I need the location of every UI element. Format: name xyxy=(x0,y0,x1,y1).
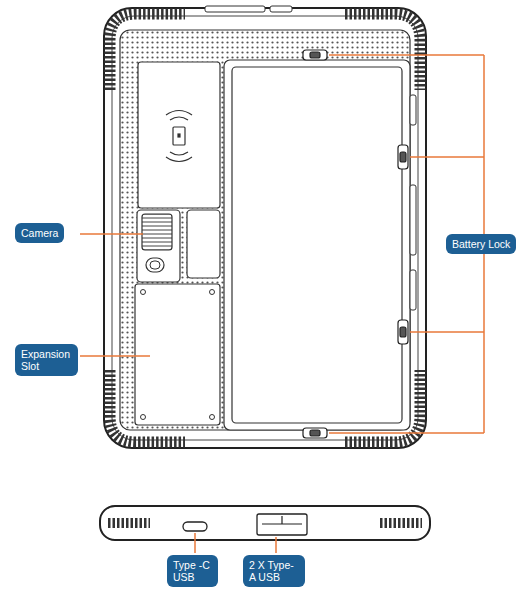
camera-lens xyxy=(142,214,172,250)
tablet-housing xyxy=(104,8,426,448)
callout-label: Battery Lock xyxy=(452,238,510,250)
sensor-cover xyxy=(187,210,220,278)
camera-flash xyxy=(150,261,160,269)
side-features xyxy=(410,95,416,310)
nfc-panel xyxy=(138,62,220,208)
callout-label: Camera xyxy=(21,227,58,239)
usb-a-ports xyxy=(257,514,307,535)
camera-module xyxy=(137,210,180,282)
top-button xyxy=(270,6,292,12)
housing-rim xyxy=(112,16,418,440)
textured-back xyxy=(120,30,410,430)
callout-box: 2 X Type-A USB xyxy=(243,555,305,587)
top-button xyxy=(205,6,265,12)
battery-locks xyxy=(303,50,408,438)
tablet-bottom-edge xyxy=(100,506,430,540)
callout-box: Expansion Slot xyxy=(15,344,78,376)
callout-box: Battery Lock xyxy=(446,234,516,254)
callout-label: 2 X Type-A USB xyxy=(249,559,299,583)
callout-label: Expansion Slot xyxy=(21,348,72,372)
battery-pack xyxy=(224,60,410,430)
leader-lines xyxy=(80,55,484,553)
cover-screws xyxy=(141,290,215,420)
nfc-icon xyxy=(166,111,192,162)
battery-face xyxy=(232,67,402,423)
callout-box: Camera xyxy=(15,223,64,243)
callout-label: Type -C USB xyxy=(173,559,212,583)
expansion-cover xyxy=(135,284,220,425)
callout-box: Type -C USB xyxy=(167,555,218,587)
corner-bumpers xyxy=(110,14,420,442)
usb-c-port xyxy=(183,522,207,531)
camera-flash xyxy=(146,258,164,272)
usb-a-divider xyxy=(262,516,302,524)
